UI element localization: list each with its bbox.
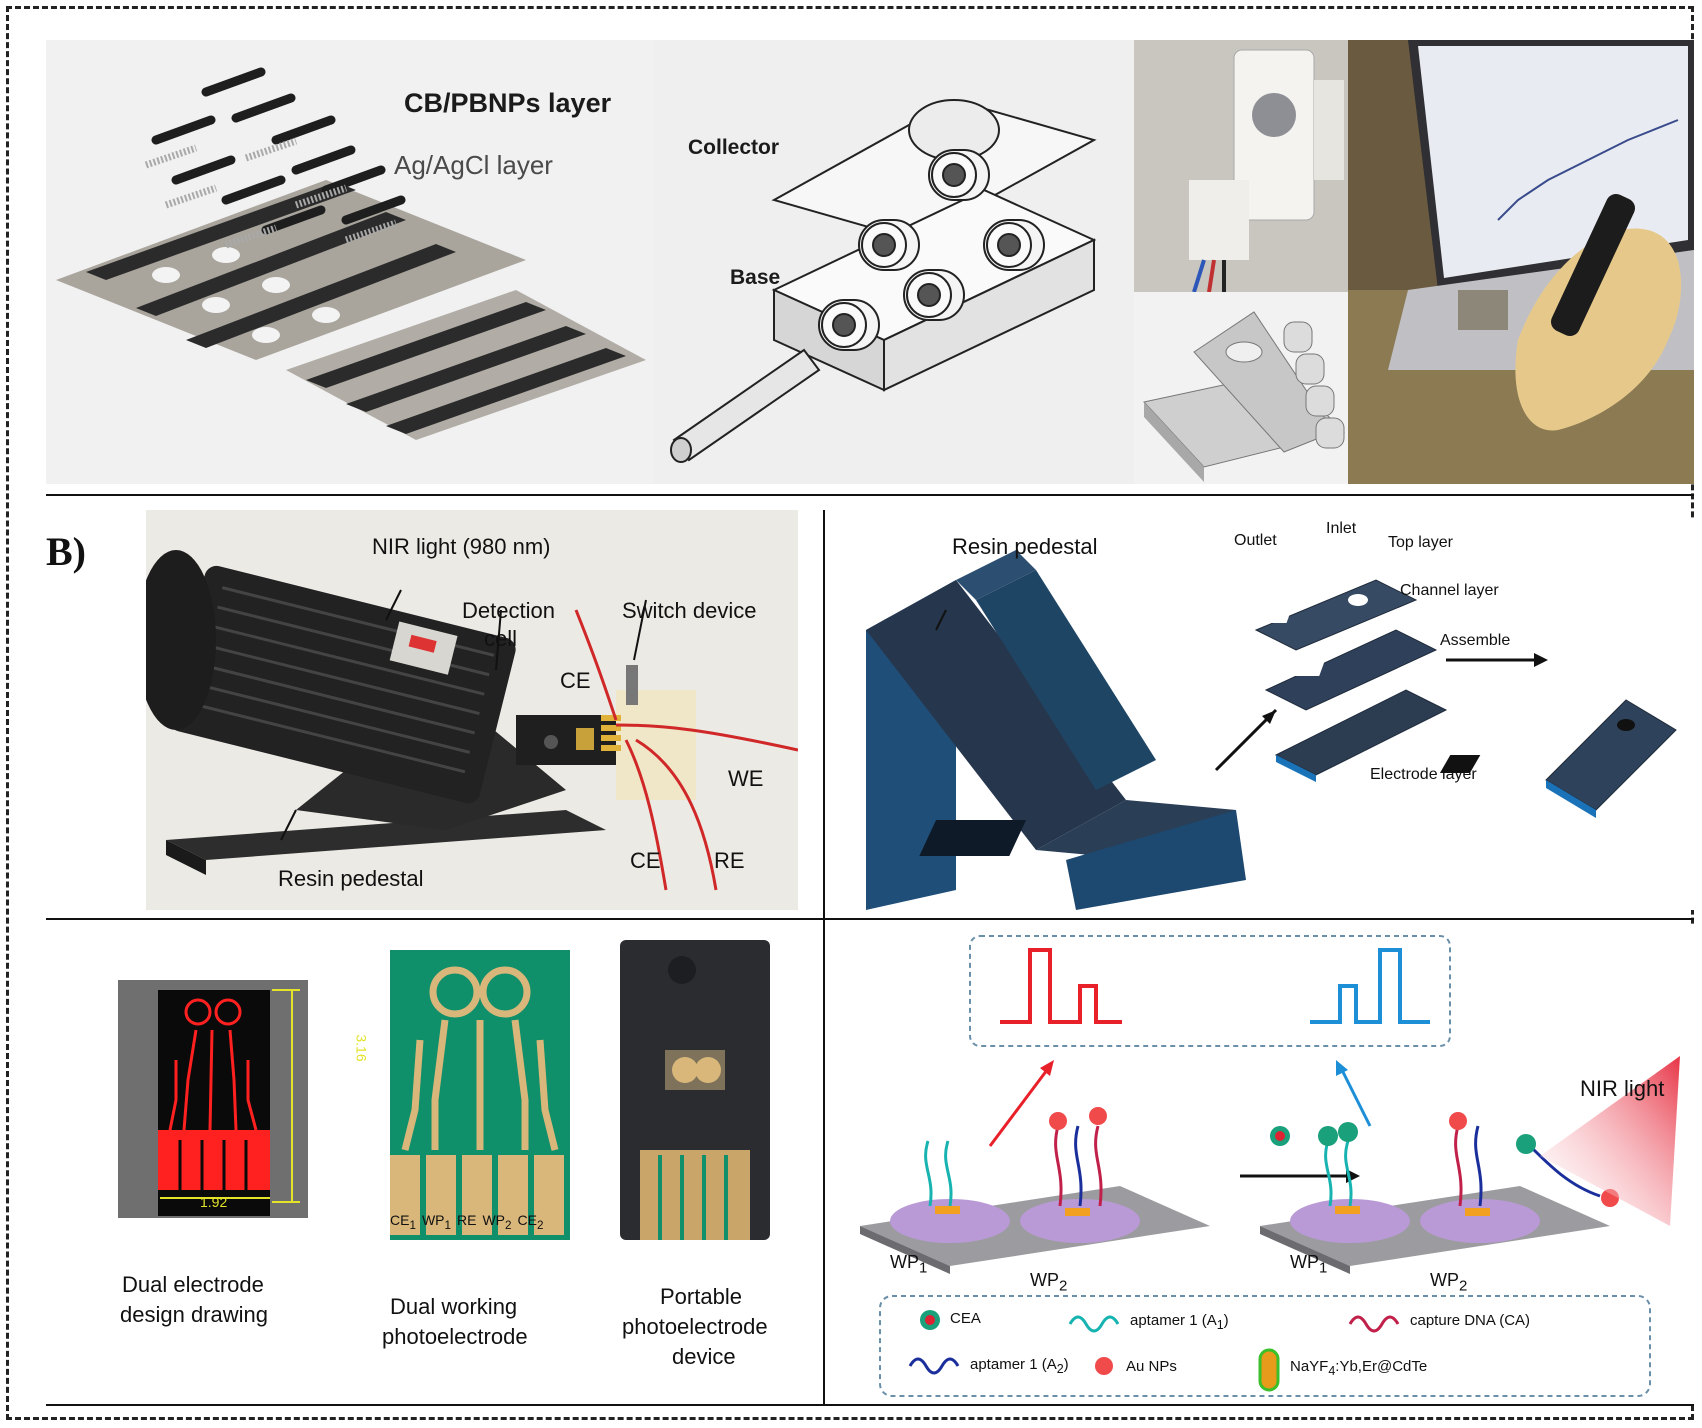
caption-portable-2: photoelectrode	[622, 1314, 768, 1339]
ag-agcl-layer-label: Ag/AgCl layer	[394, 150, 553, 180]
panel-a-device-photo	[1134, 40, 1348, 292]
legend-nayf4: NaYF4:Yb,Er@CdTe	[1290, 1358, 1428, 1378]
row-divider	[46, 918, 1694, 920]
outlet-label: Outlet	[1234, 532, 1277, 549]
pin-label: RE	[456, 1212, 477, 1228]
assemble-label: Assemble	[1440, 632, 1511, 649]
bottom-divider	[46, 1404, 1694, 1406]
caption-dual-working-2: photoelectrode	[382, 1324, 528, 1349]
caption-dual-working-1: Dual working	[390, 1294, 518, 1319]
detection-label: Detection	[462, 598, 555, 623]
legend-aptamer-2: aptamer 1 (A2)	[970, 1356, 1069, 1376]
legend-cea: CEA	[950, 1310, 981, 1327]
legend-au-nps: Au NPs	[1126, 1358, 1177, 1375]
ce-bottom-label: CE	[630, 848, 661, 873]
electrode-layer-label: Electrode layer	[1370, 766, 1477, 783]
panel-b-pedestal-render: Resin pedestal Outlet Inlet Top layer Ch…	[836, 520, 1694, 910]
base-label: Base	[730, 266, 781, 289]
nir-light-scheme-label: NIR light	[1580, 1076, 1665, 1101]
panel-b-electrode-designs: 3.16 1.92 CE1 WP1 RE WP2 CE2 Dual electr…	[60, 930, 820, 1400]
caption-portable-1: Portable	[660, 1284, 742, 1309]
legend-capture-dna: capture DNA (CA)	[1410, 1312, 1531, 1329]
resin-pedestal-photo-label: Resin pedestal	[278, 866, 424, 891]
cb-pbnps-layer-label: CB/PBNPs layer	[404, 88, 612, 118]
wp2-left-label: WP2	[1030, 1270, 1068, 1295]
panel-a-lab-photo	[1348, 40, 1694, 484]
column-divider	[823, 510, 825, 1406]
top-layer-label: Top layer	[1388, 534, 1453, 551]
panel-a-electrode-layers-image: CB/PBNPs layer Ag/AgCl layer	[46, 40, 654, 484]
pin-label: WP1	[421, 1212, 451, 1232]
wp1-right-label: WP1	[1290, 1252, 1328, 1277]
ce-top-label: CE	[560, 668, 591, 693]
caption-design-drawing-2: design drawing	[120, 1302, 268, 1327]
dimension-horizontal: 1.92	[200, 1194, 228, 1210]
pin-label: WP2	[482, 1212, 512, 1232]
cell-label: cell	[484, 626, 518, 651]
nir-light-label: NIR light (980 nm)	[372, 534, 551, 559]
panel-a-device-render-image: Collector Base	[654, 40, 1134, 484]
resin-pedestal-render-label: Resin pedestal	[952, 534, 1098, 559]
re-label: RE	[714, 848, 745, 873]
channel-layer-label: Channel layer	[1400, 582, 1499, 599]
inlet-label: Inlet	[1326, 520, 1357, 537]
caption-portable-3: device	[672, 1344, 736, 1369]
panel-b-detection-photo: NIR light (980 nm) Detection cell Switch…	[146, 510, 798, 910]
caption-design-drawing-1: Dual electrode	[122, 1272, 264, 1297]
panel-a-hinge-render-image	[1134, 292, 1348, 484]
section-divider	[46, 494, 1694, 496]
we-label: WE	[728, 766, 764, 791]
pin-label: CE1	[390, 1212, 416, 1232]
electrode-pin-labels: CE1 WP1 RE WP2 CE2	[390, 1212, 543, 1232]
wp1-left-label: WP1	[890, 1252, 928, 1277]
switch-device-label: Switch device	[622, 598, 757, 623]
legend-aptamer-1: aptamer 1 (A1)	[1130, 1312, 1229, 1332]
panel-b-detection-scheme: NIR light WP1 WP2 WP1 WP2 CEA aptamer 1 …	[840, 926, 1694, 1402]
dimension-vertical: 3.16	[353, 1034, 370, 1062]
pin-label: CE2	[517, 1212, 544, 1232]
wp2-right-label: WP2	[1430, 1270, 1468, 1295]
collector-label: Collector	[688, 136, 780, 159]
panel-b-letter: B)	[46, 529, 86, 574]
